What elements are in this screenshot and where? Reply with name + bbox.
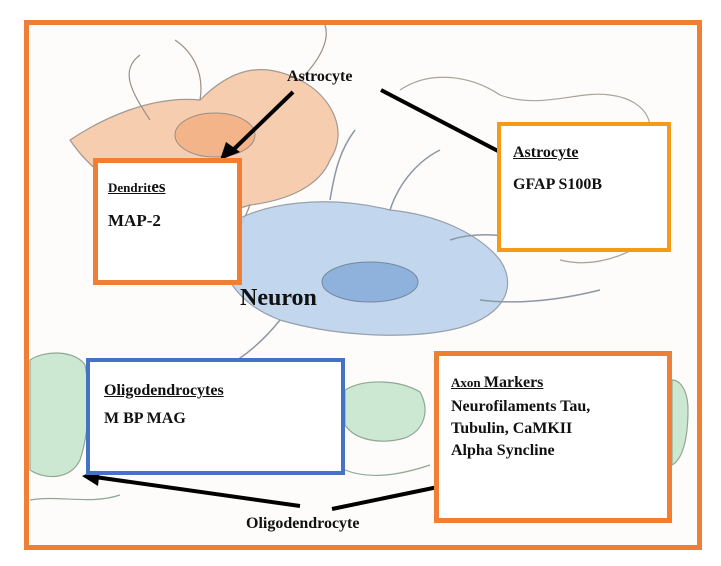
arrow-oligodendrocyte-to-left [94,475,301,508]
astrocyte-markers: GFAP S100B [513,176,603,193]
dendrites-title: Dendrites [108,177,166,197]
oligodendrocytes-title: Oligodendrocytes [104,382,224,399]
oligodendrocyte-right [671,379,689,466]
arrow-astrocyte-to-dendrites [230,90,295,153]
dendrites-title-part-2: es [151,177,166,196]
line-astrocyte-to-box [380,88,499,153]
axon-markers-title: Axon Markers [451,374,543,392]
astrocyte-box: Astrocyte GFAP S100B [497,122,671,252]
neuron-nucleus [321,261,419,303]
line-oligodendrocyte-to-axon [331,485,439,511]
arrowhead-dendrites [220,142,240,160]
oligodendrocyte-mid [344,381,426,442]
axon-markers-box: Axon Markers Neurofilaments Tau, Tubulin… [434,351,672,523]
axon-title-part-1: Axon [451,375,484,390]
label-neuron: Neuron [240,285,317,311]
dendrites-box: Dendrites MAP-2 [93,158,242,285]
axon-marker-line-2: Tubulin, CaMKII [451,420,573,437]
astrocyte-process [128,24,327,261]
axon-marker-line-1: Neurofilaments Tau, [451,398,591,415]
dendrites-markers: MAP-2 [108,211,161,230]
oligodendrocytes-box: Oligodendrocytes M BP MAG [86,358,345,475]
label-oligodendrocyte-bottom: Oligodendrocyte [246,515,360,532]
astrocyte-title: Astrocyte [513,144,579,161]
astrocyte-nucleus [174,112,256,158]
axon-marker-line-3: Alpha Syncline [451,442,555,459]
oligodendrocytes-markers: M BP MAG [104,410,186,427]
label-astrocyte-top: Astrocyte [287,68,353,85]
oligodendrocyte-left [29,352,89,478]
axon-title-part-2: Markers [483,374,544,391]
dendrites-title-part-1: Dendrit [108,180,152,195]
oligodendrocyte-processes [29,464,431,501]
